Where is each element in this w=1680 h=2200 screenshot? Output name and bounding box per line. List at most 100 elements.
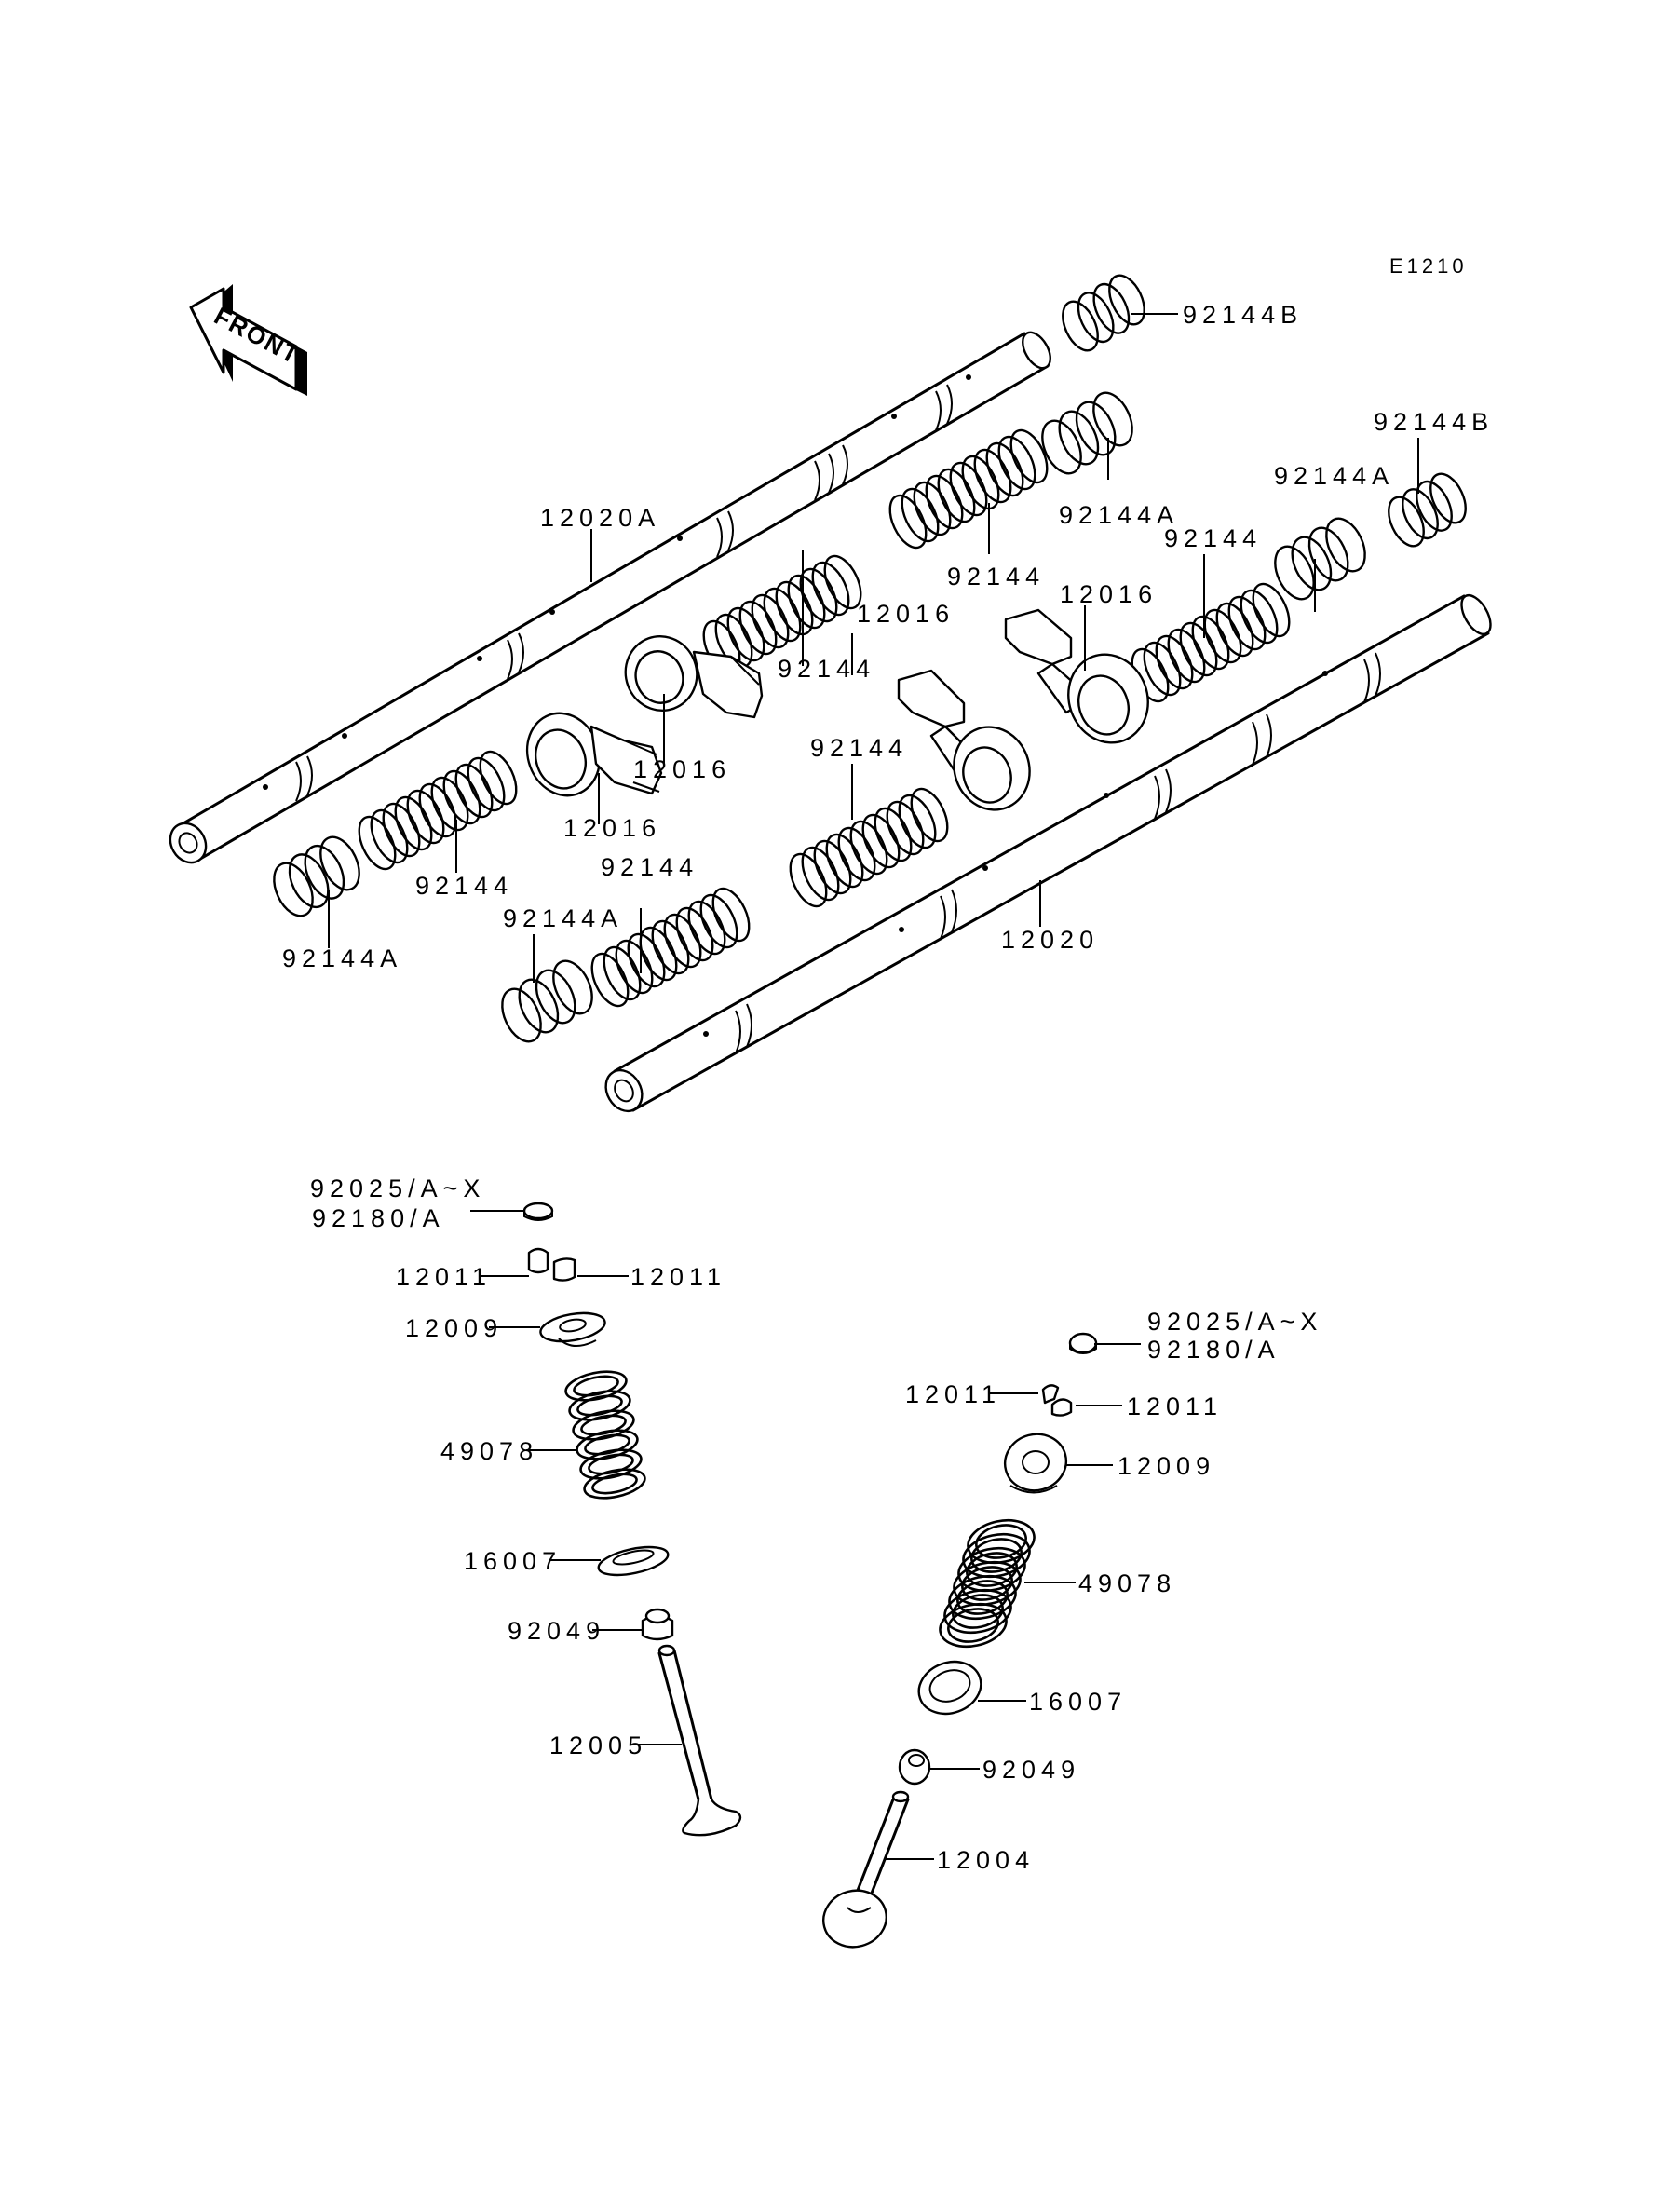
spring-coil	[1062, 300, 1099, 352]
spring-92144a-4	[273, 835, 360, 917]
spring-92144-5	[358, 750, 518, 871]
spring-coil	[358, 815, 397, 871]
callout-12016: 12016	[633, 755, 731, 783]
spring-seat-right	[917, 1660, 982, 1716]
spring-coil	[937, 468, 976, 523]
spring-coil	[273, 862, 314, 917]
spring-coil	[687, 900, 726, 956]
spring-coil	[1058, 410, 1100, 466]
spring-coil	[1179, 621, 1218, 677]
callout-12011: 12011	[396, 1263, 492, 1291]
spring-coil	[901, 487, 940, 543]
spring-coil	[406, 789, 445, 845]
leader-lines	[328, 313, 1419, 1860]
spring-coil	[1155, 634, 1194, 690]
valve-spring-coil	[947, 1608, 999, 1643]
spring-coil	[1325, 517, 1366, 573]
callout-92025: 92025/A~X	[1147, 1308, 1322, 1336]
valve-spring-coil	[579, 1448, 643, 1480]
spring-coil	[1092, 282, 1131, 334]
spring-coil	[711, 887, 751, 943]
spring-coil	[849, 820, 888, 876]
spring-seat-left	[597, 1545, 670, 1577]
spring-coil	[467, 756, 506, 812]
spring-coil	[382, 802, 421, 858]
valve-spring-coil	[576, 1394, 623, 1417]
valve-12004	[822, 1790, 910, 1949]
valve-spring-coil	[966, 1552, 1018, 1587]
spring-coil	[370, 808, 409, 864]
valve-spring-coil	[572, 1409, 635, 1441]
spring-coil	[1429, 472, 1467, 524]
callout-92144: 92144	[810, 734, 908, 762]
spring-92144b-right	[1388, 472, 1467, 548]
valve-spring-coil	[583, 1468, 646, 1500]
spring-coil	[888, 494, 928, 550]
spring-92144-4	[789, 787, 949, 908]
spring-coil	[454, 763, 494, 819]
callout-12020a: 12020A	[540, 504, 660, 532]
callout-12011: 12011	[1127, 1392, 1223, 1420]
callout-92144a: 92144A	[1059, 501, 1179, 529]
valve-spring-left	[564, 1370, 646, 1500]
spring-coil	[535, 969, 576, 1025]
spring-coil	[789, 852, 828, 908]
spring-coil	[304, 844, 345, 900]
keepers-right	[1041, 1384, 1073, 1417]
spring-coil	[813, 839, 852, 895]
callout-12011: 12011	[905, 1380, 1001, 1408]
callout-49078: 49078	[1078, 1569, 1176, 1597]
shim-right	[1068, 1332, 1098, 1354]
spring-92144-1	[888, 428, 1049, 550]
retainer-right	[1003, 1433, 1068, 1494]
spring-coil	[699, 893, 738, 949]
valve-spring-coil	[564, 1370, 628, 1402]
valve-spring-coil	[975, 1524, 1027, 1559]
spring-coil	[1191, 615, 1230, 671]
spring-coil	[799, 567, 838, 623]
spring-coil	[590, 952, 630, 1008]
spring-coil	[738, 600, 778, 656]
spring-coil	[874, 807, 913, 862]
callout-92144a: 92144A	[503, 904, 623, 932]
rocker-arm-1	[525, 712, 663, 797]
spring-coil	[763, 587, 802, 643]
spring-coil	[1274, 545, 1315, 601]
callout-16007: 16007	[464, 1547, 562, 1575]
spring-coil	[925, 474, 964, 530]
front-arrow-icon: FRONT	[189, 284, 307, 396]
spring-92144b-top	[1062, 274, 1145, 352]
spring-coil	[663, 913, 702, 969]
coil-springs	[273, 274, 1467, 1043]
spring-coil	[1291, 536, 1333, 591]
callout-12009: 12009	[405, 1314, 503, 1342]
callout-12005: 12005	[549, 1731, 647, 1759]
rocker-arm-2	[624, 635, 764, 719]
rocker-arm-3	[897, 669, 1031, 811]
callout-92180: 92180/A	[1147, 1336, 1280, 1364]
valve-spring-coil	[961, 1566, 1013, 1601]
shim-left	[522, 1202, 554, 1221]
valve-12005	[657, 1644, 742, 1837]
spring-coil	[1041, 419, 1082, 475]
spring-coil	[1077, 292, 1115, 344]
spring-coil	[886, 800, 925, 856]
spring-coil	[726, 606, 765, 662]
callout-92144: 92144	[947, 563, 1045, 591]
spring-coil	[1009, 428, 1049, 484]
callout-92144: 92144	[415, 872, 513, 900]
callout-49078: 49078	[440, 1437, 538, 1465]
spring-coil	[973, 448, 1012, 504]
spring-coil	[1307, 526, 1349, 582]
spring-coil	[418, 782, 457, 838]
spring-coil	[518, 978, 560, 1034]
spring-coil	[1388, 496, 1425, 548]
spring-92144a-2	[1274, 517, 1366, 601]
spring-coil	[651, 919, 690, 975]
callout-92049: 92049	[982, 1756, 1080, 1784]
spring-coil	[913, 481, 952, 536]
spring-coil	[787, 574, 826, 630]
spring-coil	[430, 776, 469, 832]
diagram-code: E1210	[1389, 254, 1468, 278]
spring-coil	[394, 795, 433, 851]
